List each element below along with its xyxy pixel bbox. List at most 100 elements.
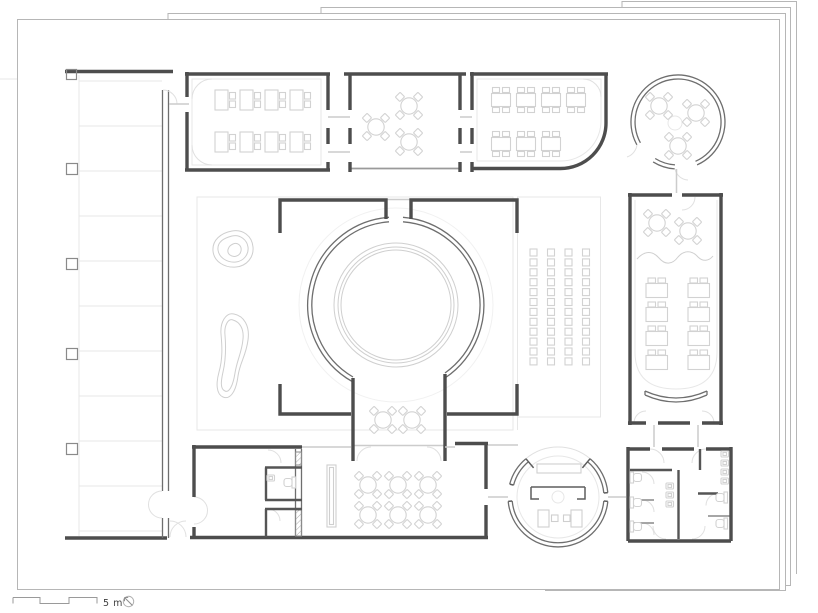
pond-blob (212, 230, 254, 268)
sink (665, 482, 675, 490)
seat (546, 288, 556, 297)
seat (564, 258, 573, 267)
seat (581, 327, 591, 336)
seat (529, 268, 538, 277)
seat (529, 317, 538, 326)
sink (720, 468, 730, 476)
table (645, 325, 669, 347)
sink (720, 459, 730, 467)
seat (581, 278, 591, 287)
seat (564, 288, 573, 297)
round-table (413, 470, 443, 500)
column (65, 442, 79, 456)
reception-counter (530, 486, 586, 500)
round-table (642, 208, 672, 238)
seat (564, 317, 573, 326)
curved-bench (644, 390, 708, 403)
top-tables (645, 277, 711, 371)
gallery-room (628, 169, 723, 447)
double-door-swing (148, 490, 163, 519)
seat (546, 297, 556, 307)
round-table (663, 131, 693, 161)
column (65, 257, 79, 271)
seat (564, 357, 573, 366)
seat (529, 258, 538, 267)
side-table (536, 463, 582, 474)
seat (529, 337, 538, 346)
desk (214, 131, 237, 153)
dining-table (515, 130, 537, 158)
toilet (629, 496, 643, 509)
table (687, 301, 711, 323)
desk (570, 509, 583, 528)
cafe (169, 441, 626, 540)
seat (564, 248, 573, 257)
seat (564, 347, 573, 356)
table (687, 349, 711, 371)
toilet (715, 517, 729, 530)
round-table (353, 500, 383, 530)
toilets (283, 471, 729, 533)
entrance-door-swing (169, 520, 187, 538)
dining-table (540, 86, 562, 114)
restroom-block (626, 447, 733, 543)
seat (546, 347, 556, 356)
seat (529, 347, 538, 356)
seat (581, 248, 591, 257)
dining-room (470, 72, 608, 172)
toilet (283, 476, 297, 489)
seat (529, 327, 538, 336)
wavy-line (636, 251, 714, 264)
reception-rotunda (507, 446, 609, 548)
seat (529, 248, 538, 257)
seat (529, 297, 538, 307)
desk (289, 131, 312, 153)
seat (581, 347, 591, 356)
scale-bar: 5 m (12, 597, 123, 609)
table (687, 277, 711, 299)
seat (564, 307, 573, 316)
furniture-layer (214, 86, 730, 533)
round-table (673, 216, 703, 246)
toilet (715, 491, 729, 504)
corner-walls (278, 198, 519, 461)
table (645, 277, 669, 299)
desk (264, 131, 287, 153)
desk (537, 509, 550, 528)
scale-label: 5 m (103, 598, 123, 609)
seat (546, 278, 556, 287)
seat (546, 307, 556, 316)
shaft-hatch (295, 451, 302, 466)
sink (665, 500, 675, 508)
service-block (192, 445, 303, 538)
seat (564, 278, 573, 287)
door-swing (193, 496, 208, 525)
seat (564, 297, 573, 307)
seat (564, 337, 573, 346)
seat (581, 357, 591, 366)
left-colonnade (65, 68, 178, 540)
round-table (353, 470, 383, 500)
desk (264, 89, 287, 111)
seat (581, 307, 591, 316)
seat (546, 317, 556, 326)
seat (581, 258, 591, 267)
round-table (413, 500, 443, 530)
dining-table (515, 86, 537, 114)
round-table (361, 112, 391, 142)
desk (289, 89, 312, 111)
pond-blob (216, 313, 249, 399)
dining-table (490, 86, 512, 114)
dining-table (490, 130, 512, 158)
table (687, 325, 711, 347)
seat (564, 268, 573, 277)
seat (529, 278, 538, 287)
seat (581, 317, 591, 326)
round-pavilion (626, 74, 726, 181)
table (645, 349, 669, 371)
seat (581, 297, 591, 307)
desk (239, 89, 262, 111)
seat (581, 288, 591, 297)
